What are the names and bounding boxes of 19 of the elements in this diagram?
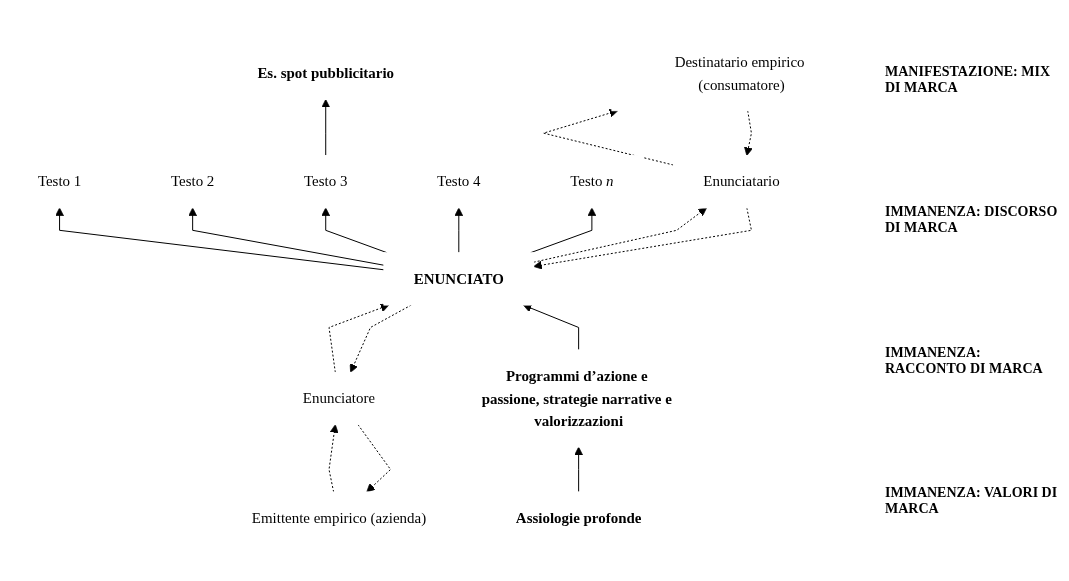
level-label: IMMANENZA: VALORI DI MARCA — [885, 484, 1059, 517]
node-text: Testo 3 — [304, 173, 348, 190]
level-label: IMMANENZA: DISCORSO DI MARCA — [885, 204, 1059, 237]
node-text: ENUNCIATO — [413, 271, 504, 288]
node-text: Testo 1 — [37, 173, 82, 190]
node-text: Enunciatario — [703, 173, 780, 190]
node-text: Testo 2 — [170, 173, 215, 190]
node-text: Testo n — [570, 173, 614, 190]
node-text: Assiologie profonde — [515, 510, 642, 527]
node-text: Destinatario empirico (consumatore) — [674, 54, 805, 93]
level-label: MANIFESTAZIONE: MIX DI MARCA — [885, 64, 1052, 97]
node-text: Programmi d’azione e passione, strategie narrative e valorizzazioni — [481, 368, 672, 430]
node-text: Emittente empirico (azienda) — [251, 510, 427, 527]
level-label: IMMANENZA: RACCONTO DI MARCA — [885, 344, 1044, 377]
arrow — [454, 207, 464, 254]
node-text: Testo 4 — [437, 173, 481, 190]
node-text: Es. spot pubblicitario — [257, 65, 395, 82]
node-text: Enunciatore — [302, 390, 376, 407]
arrow — [522, 304, 580, 351]
